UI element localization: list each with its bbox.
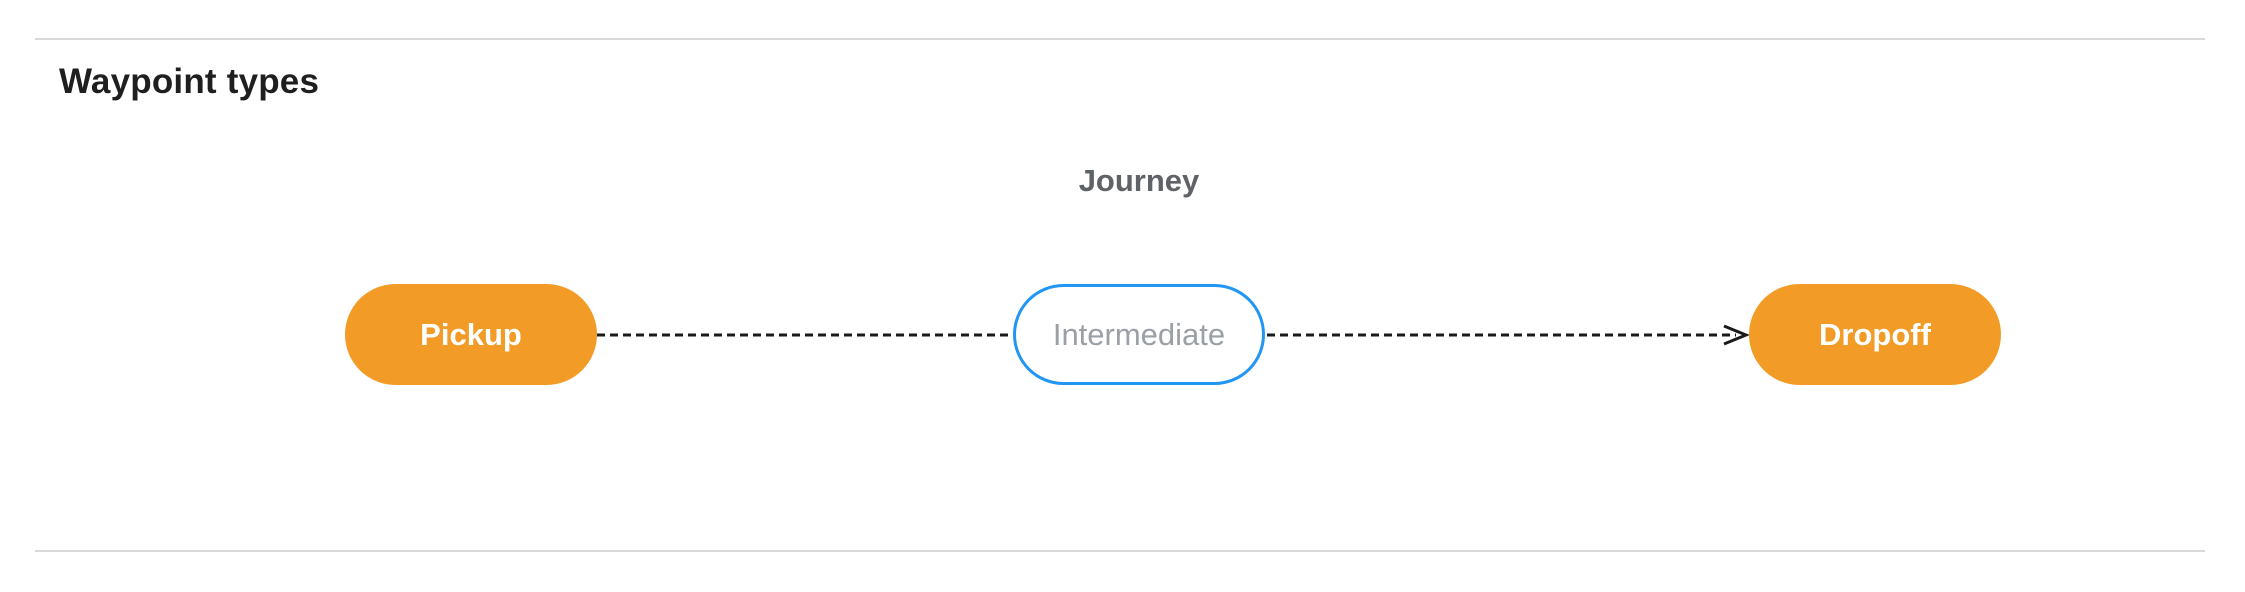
top-divider bbox=[35, 38, 2205, 40]
node-intermediate-label: Intermediate bbox=[1052, 316, 1226, 352]
section-title: Waypoint types bbox=[59, 62, 320, 101]
journey-diagram-title: Journey bbox=[1078, 163, 1200, 198]
node-pickup: Pickup bbox=[345, 284, 597, 385]
node-intermediate: Intermediate bbox=[1013, 284, 1265, 385]
arrowhead-icon bbox=[1723, 324, 1750, 346]
node-pickup-label: Pickup bbox=[420, 316, 522, 352]
node-dropoff-label: Dropoff bbox=[1819, 316, 1931, 352]
bottom-divider bbox=[35, 550, 2205, 552]
node-dropoff: Dropoff bbox=[1749, 284, 2001, 385]
